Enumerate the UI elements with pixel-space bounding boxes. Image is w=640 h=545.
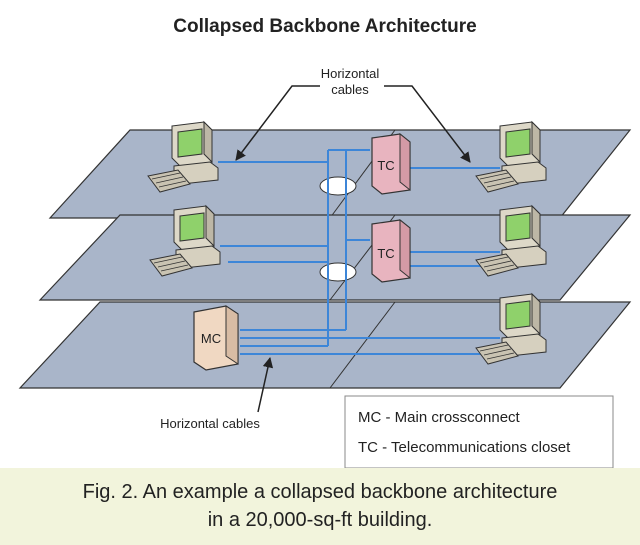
legend-mc: MC - Main crossconnect xyxy=(358,409,521,426)
tc-upper-label: TC xyxy=(377,158,394,173)
diagram-title: Collapsed Backbone Architecture xyxy=(173,16,476,37)
callout-top-line1: Horizontal xyxy=(321,66,380,81)
mc-label: MC xyxy=(201,331,221,346)
main-crossconnect: MC xyxy=(193,305,239,371)
callout-bottom-label: Horizontal cables xyxy=(160,416,260,431)
tc-upper: TC xyxy=(371,132,411,195)
riser-sleeve-middle xyxy=(319,262,357,282)
backbone-cables xyxy=(240,149,370,347)
callout-bottom-arrow xyxy=(257,356,274,413)
backbone-diagram: Collapsed Backbone Architecture xyxy=(18,16,632,468)
callout-top-arrow-right xyxy=(384,85,471,163)
legend-tc: TC - Telecommunications closet xyxy=(358,439,571,456)
legend: MC - Main crossconnect TC - Telecommunic… xyxy=(344,395,614,468)
tc-middle: TC xyxy=(371,218,411,283)
figure-panel: Collapsed Backbone Architecture xyxy=(0,0,640,468)
floor-bottom-divider xyxy=(329,301,396,389)
caption-line2: in a 20,000-sq-ft building. xyxy=(207,509,433,531)
riser-sleeve-top xyxy=(319,176,357,196)
callout-top-arrow-left xyxy=(235,85,320,161)
figure-caption: Fig. 2. An example a collapsed backbone … xyxy=(0,468,640,545)
caption-line1: Fig. 2. An example a collapsed backbone … xyxy=(82,481,558,503)
tc-middle-label: TC xyxy=(377,246,394,261)
callout-top-line2: cables xyxy=(331,82,369,97)
